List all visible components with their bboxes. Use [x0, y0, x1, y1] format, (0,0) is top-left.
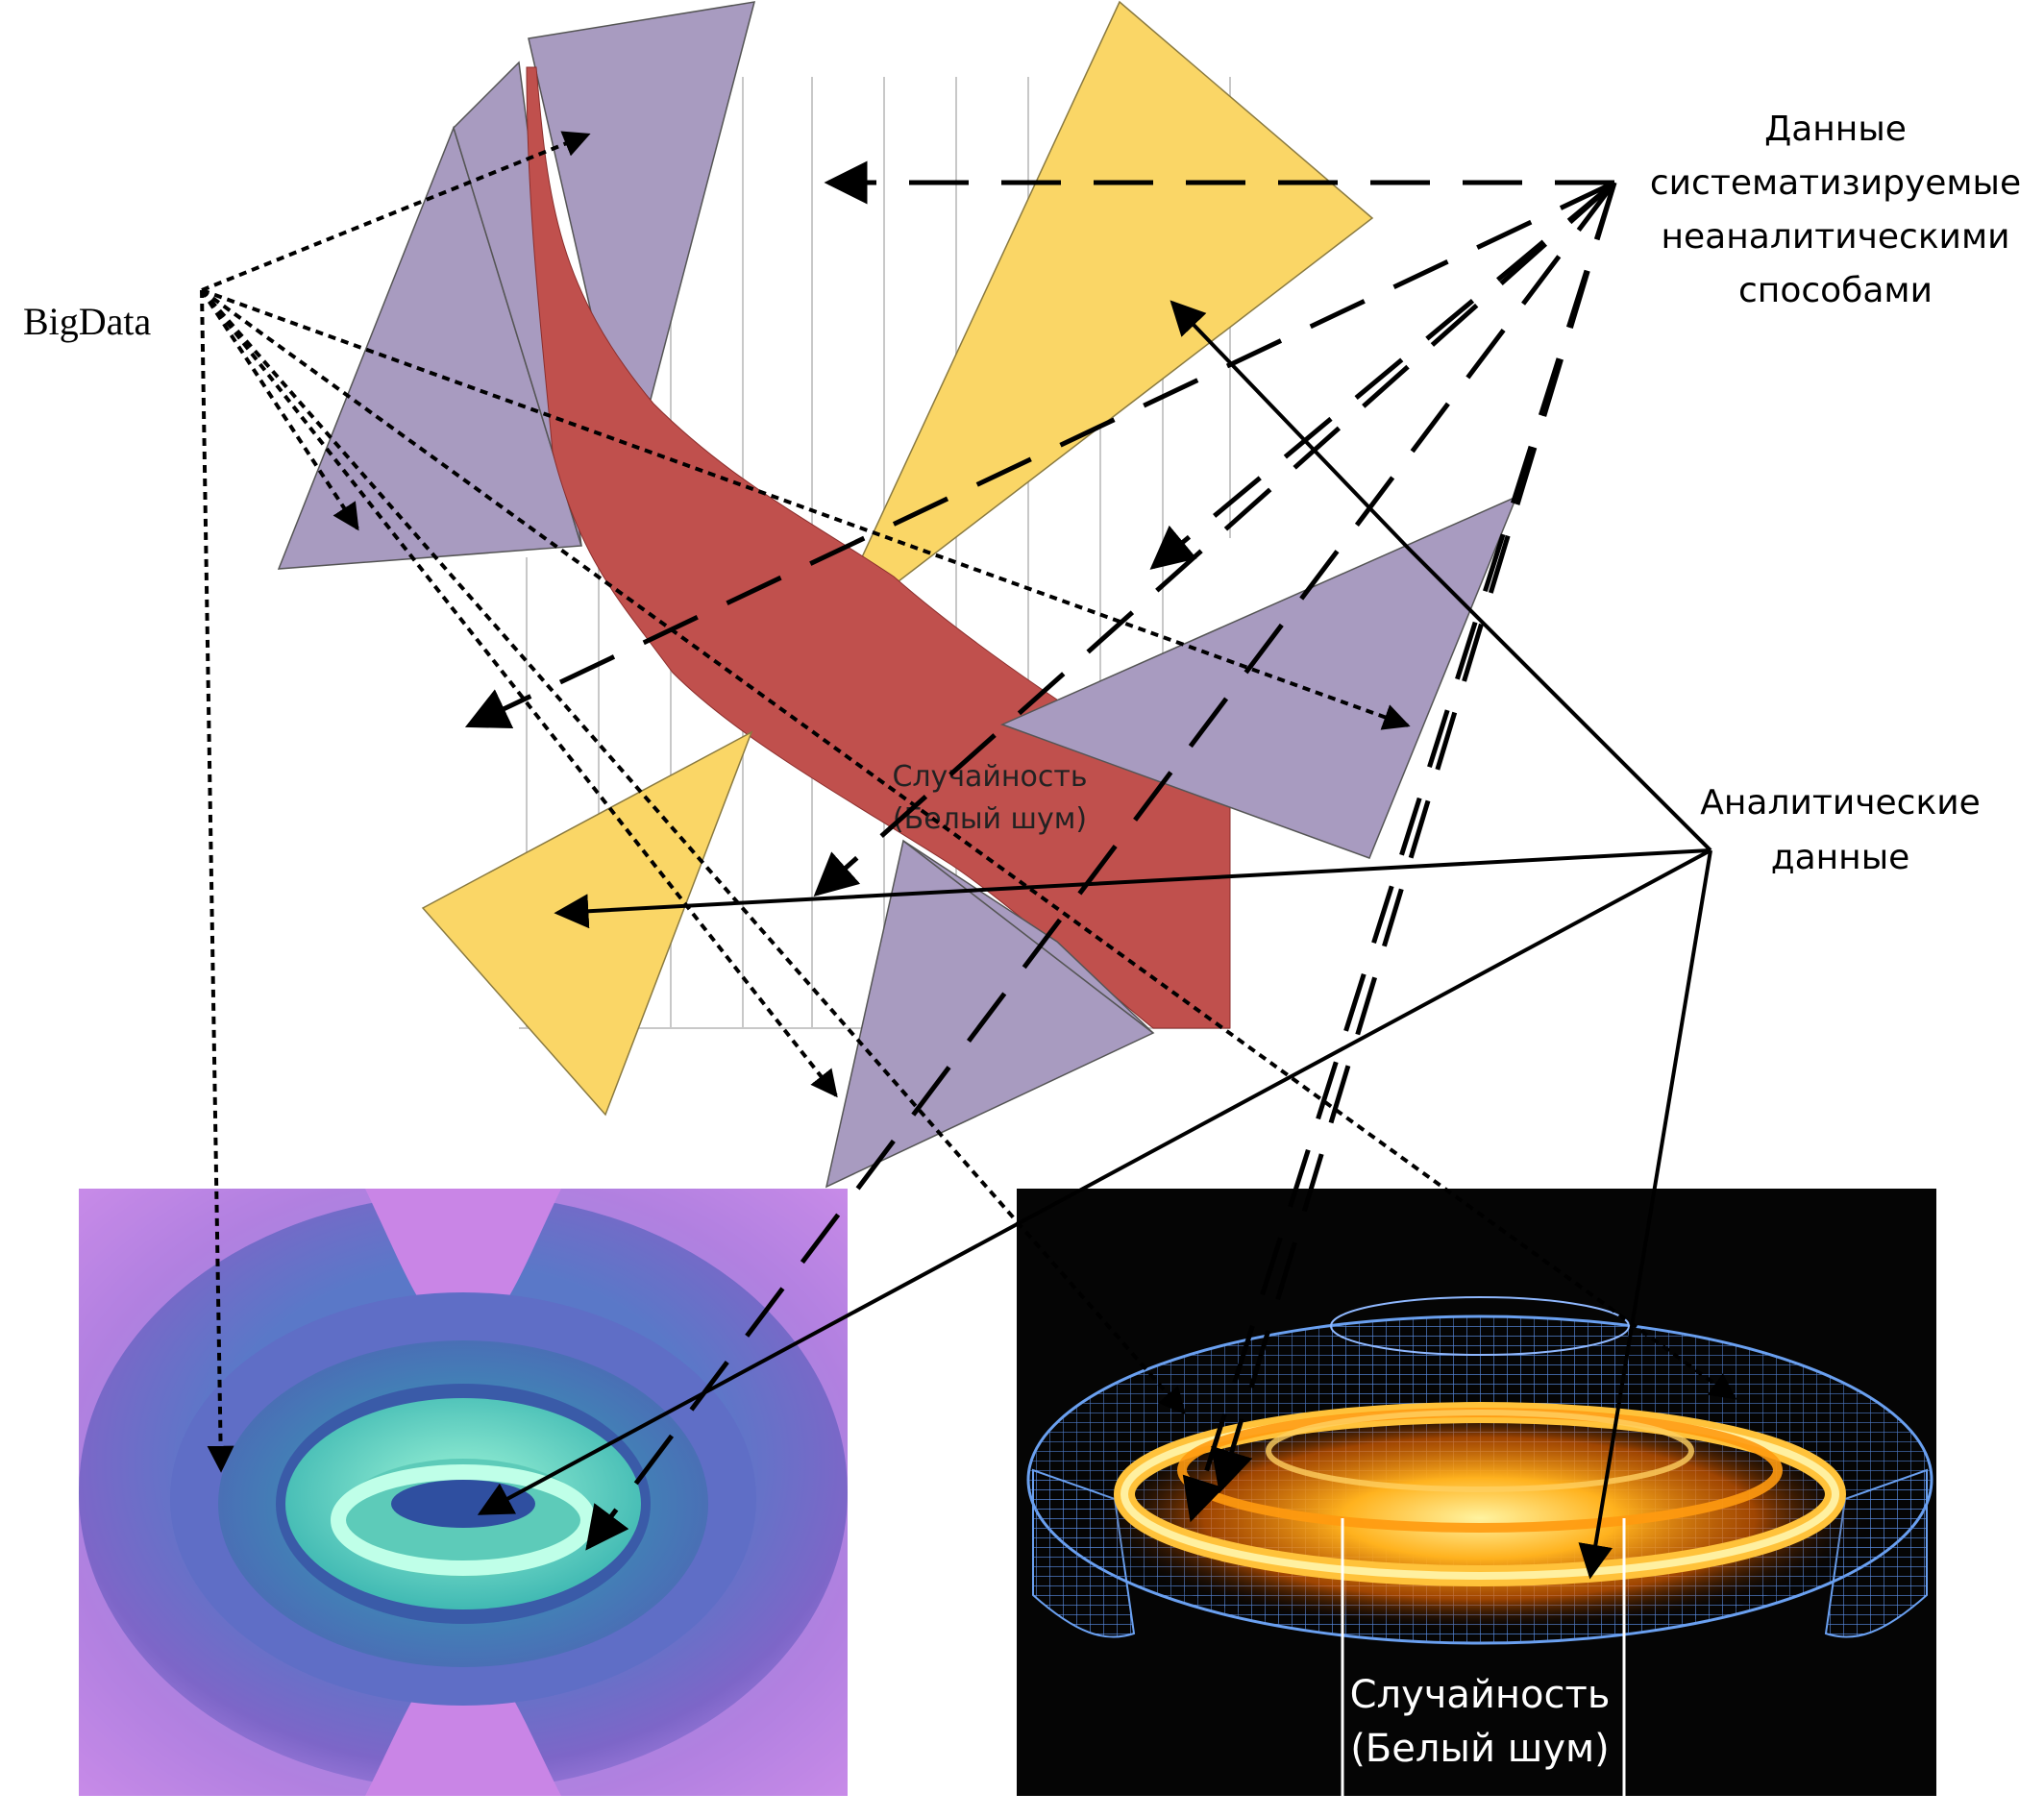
- nested-torus-illustration: [79, 1189, 848, 1796]
- systematized-label-line2: систематизируемые: [1650, 163, 2021, 203]
- randomness-label-line1: Случайность: [892, 760, 1087, 794]
- systematized-data-arrows: [464, 160, 1617, 1551]
- systematized-label-line1: Данные: [1764, 110, 1907, 149]
- photo-randomness-label-line1: Случайность: [1350, 1673, 1611, 1717]
- upper-purple-shapes: [277, 1, 756, 570]
- yellow-triangle-top: [824, 0, 1374, 639]
- yellow-triangle-bottom: [421, 730, 753, 1117]
- analytic-label-line1: Аналитические: [1700, 783, 1981, 823]
- analytic-data-arrows: [477, 300, 1712, 1580]
- tokamak-illustration: [1017, 1189, 1936, 1796]
- systematized-label-line3: неаналитическими: [1661, 217, 2009, 257]
- purple-triangle-right: [999, 495, 1518, 859]
- systematized-label-line4: способами: [1738, 271, 1933, 310]
- bigdata-arrows: [200, 131, 1737, 1473]
- purple-wedge-right: [528, 1, 756, 481]
- randomness-label-line2: (Белый шум): [893, 802, 1087, 836]
- photo-randomness-label-line2: (Белый шум): [1350, 1727, 1610, 1771]
- analytic-label-line2: данные: [1771, 838, 1910, 877]
- bigdata-label: BigData: [23, 300, 152, 343]
